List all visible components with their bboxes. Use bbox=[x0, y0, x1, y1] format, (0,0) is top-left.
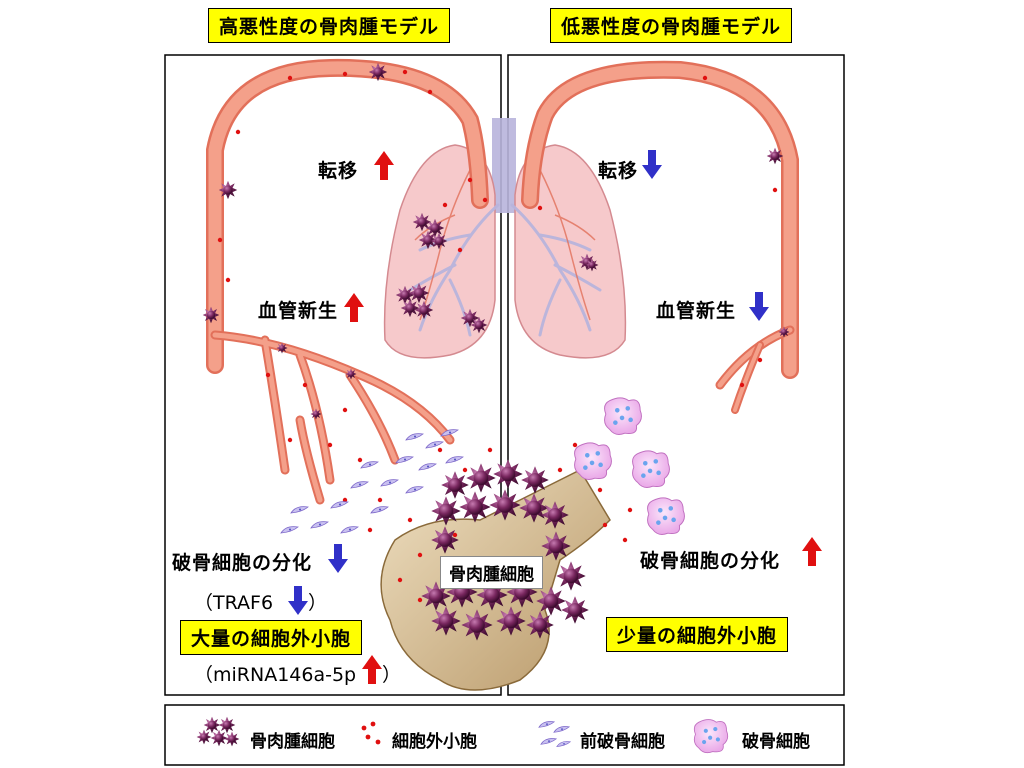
left-osteoclast-diff-label: 破骨細胞の分化 bbox=[172, 552, 313, 574]
legend-label-osteosarcoma: 骨肉腫細胞 bbox=[250, 732, 335, 752]
up-arrow-icon bbox=[362, 655, 382, 684]
right-panel-frame bbox=[507, 54, 845, 696]
circulating-tumor-cells bbox=[202, 62, 790, 420]
vesicle-dots bbox=[217, 69, 778, 603]
left-panel-frame bbox=[164, 54, 502, 696]
osteoclast-icon bbox=[693, 719, 729, 754]
right-osteoclast-diff-label: 破骨細胞の分化 bbox=[640, 550, 781, 572]
osteosarcoma-cell-icon bbox=[196, 716, 240, 747]
legend-label-pre-osteoclast: 前破骨細胞 bbox=[580, 732, 665, 752]
down-arrow-icon bbox=[749, 292, 769, 321]
legend-icons bbox=[196, 716, 729, 754]
legend-label-osteoclast: 破骨細胞 bbox=[742, 732, 810, 752]
traf6-label: （TRAF6 bbox=[194, 592, 274, 614]
left-angiogenesis-label: 血管新生 bbox=[258, 300, 339, 322]
down-arrow-icon bbox=[288, 586, 308, 615]
down-arrow-icon bbox=[642, 150, 662, 179]
up-arrow-icon bbox=[344, 293, 364, 322]
right-angiogenesis-label: 血管新生 bbox=[656, 300, 737, 322]
legend-label-vesicle: 細胞外小胞 bbox=[392, 732, 477, 752]
up-arrow-icon bbox=[374, 151, 394, 180]
legend-frame bbox=[164, 704, 845, 766]
right-metastasis-label: 転移 bbox=[598, 160, 639, 182]
arrows bbox=[288, 150, 822, 684]
osteosarcoma-cell-label: 骨肉腫細胞 bbox=[440, 556, 543, 589]
left-metastasis-label: 転移 bbox=[318, 160, 359, 182]
right-vessels bbox=[521, 60, 799, 414]
mirna-label: （miRNA146a-5p bbox=[194, 664, 357, 686]
mirna-close-label: ） bbox=[382, 664, 402, 686]
left-ev-amount-label: 大量の細胞外小胞 bbox=[180, 620, 363, 655]
traf6-close-label: ） bbox=[308, 592, 328, 614]
extracellular-vesicle-icon bbox=[361, 721, 381, 745]
up-arrow-icon bbox=[802, 537, 822, 566]
right-title: 低悪性度の骨肉腫モデル bbox=[550, 8, 793, 43]
lungs bbox=[383, 118, 627, 359]
down-arrow-icon bbox=[328, 544, 348, 573]
left-title: 高悪性度の骨肉腫モデル bbox=[208, 8, 451, 43]
pre-osteoclast-icon bbox=[538, 721, 571, 748]
right-ev-amount-label: 少量の細胞外小胞 bbox=[606, 617, 789, 652]
